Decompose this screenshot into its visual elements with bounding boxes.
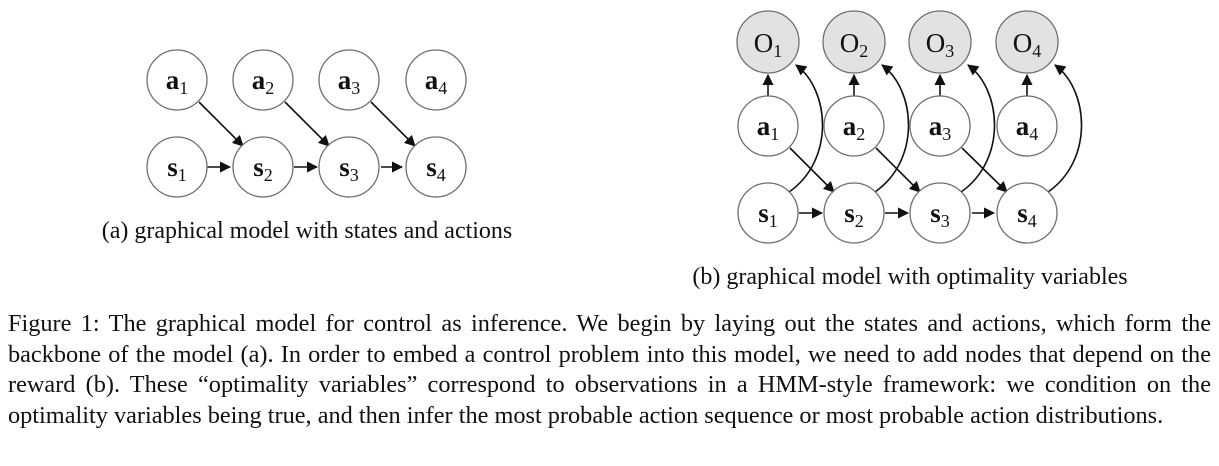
node-b-a4: a4 — [996, 95, 1058, 157]
node-b-a3: a3 — [909, 95, 971, 157]
svg-text:s4: s4 — [1017, 198, 1037, 231]
svg-text:a1: a1 — [757, 111, 780, 144]
svg-text:O4: O4 — [1013, 28, 1042, 61]
node-s1: s1 — [146, 136, 208, 198]
svg-text:s3: s3 — [339, 152, 359, 185]
node-s4: s4 — [405, 136, 467, 198]
node-a4: a4 — [405, 49, 467, 111]
panel-a: a1 a2 a3 a4 s1 s2 s3 s4 — [102, 49, 513, 244]
node-s3: s3 — [318, 136, 380, 198]
svg-text:s2: s2 — [253, 152, 273, 185]
node-a1: a1 — [146, 49, 208, 111]
svg-text:s1: s1 — [758, 198, 778, 231]
svg-text:s2: s2 — [844, 198, 864, 231]
node-a2: a2 — [232, 49, 294, 111]
panel-b-caption: (b) graphical model with optimality vari… — [692, 264, 1127, 290]
node-b-s4: s4 — [996, 182, 1058, 244]
edge-b-s4-o4 — [1047, 64, 1083, 193]
edge-b-s3-o3 — [960, 64, 996, 193]
node-b-a2: a2 — [823, 95, 885, 157]
edge-b-a2-s3 — [875, 147, 921, 193]
node-o1: O1 — [736, 10, 800, 74]
edge-a1-s2 — [198, 101, 244, 147]
node-o4: O4 — [995, 10, 1059, 74]
svg-text:a4: a4 — [425, 65, 448, 98]
panel-a-caption: (a) graphical model with states and acti… — [102, 218, 513, 244]
svg-text:a3: a3 — [929, 111, 952, 144]
graphical-model-diagram: a1 a2 a3 a4 s1 s2 s3 s4 — [102, 10, 1128, 290]
node-a3: a3 — [318, 49, 380, 111]
svg-text:a3: a3 — [338, 65, 361, 98]
edge-b-a1-s2 — [789, 147, 835, 193]
svg-text:a1: a1 — [166, 65, 189, 98]
edge-a3-s4 — [370, 101, 416, 147]
node-b-s3: s3 — [909, 182, 971, 244]
figure-caption: Figure 1: The graphical model for contro… — [8, 310, 1211, 429]
svg-text:s4: s4 — [426, 152, 446, 185]
svg-text:a2: a2 — [252, 65, 275, 98]
node-b-s2: s2 — [823, 182, 885, 244]
node-o3: O3 — [908, 10, 972, 74]
node-s2: s2 — [232, 136, 294, 198]
svg-text:O3: O3 — [926, 28, 955, 61]
svg-text:s1: s1 — [167, 152, 187, 185]
panel-b: O1 O2 O3 O4 a1 a2 a3 a4 — [692, 10, 1128, 290]
edge-b-s1-o1 — [788, 64, 824, 193]
svg-text:O1: O1 — [754, 28, 783, 61]
svg-text:a4: a4 — [1016, 111, 1039, 144]
edge-b-a3-s4 — [961, 147, 1008, 193]
svg-text:O2: O2 — [840, 28, 869, 61]
svg-text:a2: a2 — [843, 111, 866, 144]
edge-b-s2-o2 — [874, 64, 910, 193]
node-o2: O2 — [822, 10, 886, 74]
edge-a2-s3 — [284, 101, 330, 147]
node-b-s1: s1 — [737, 182, 799, 244]
svg-text:s3: s3 — [930, 198, 950, 231]
node-b-a1: a1 — [737, 95, 799, 157]
